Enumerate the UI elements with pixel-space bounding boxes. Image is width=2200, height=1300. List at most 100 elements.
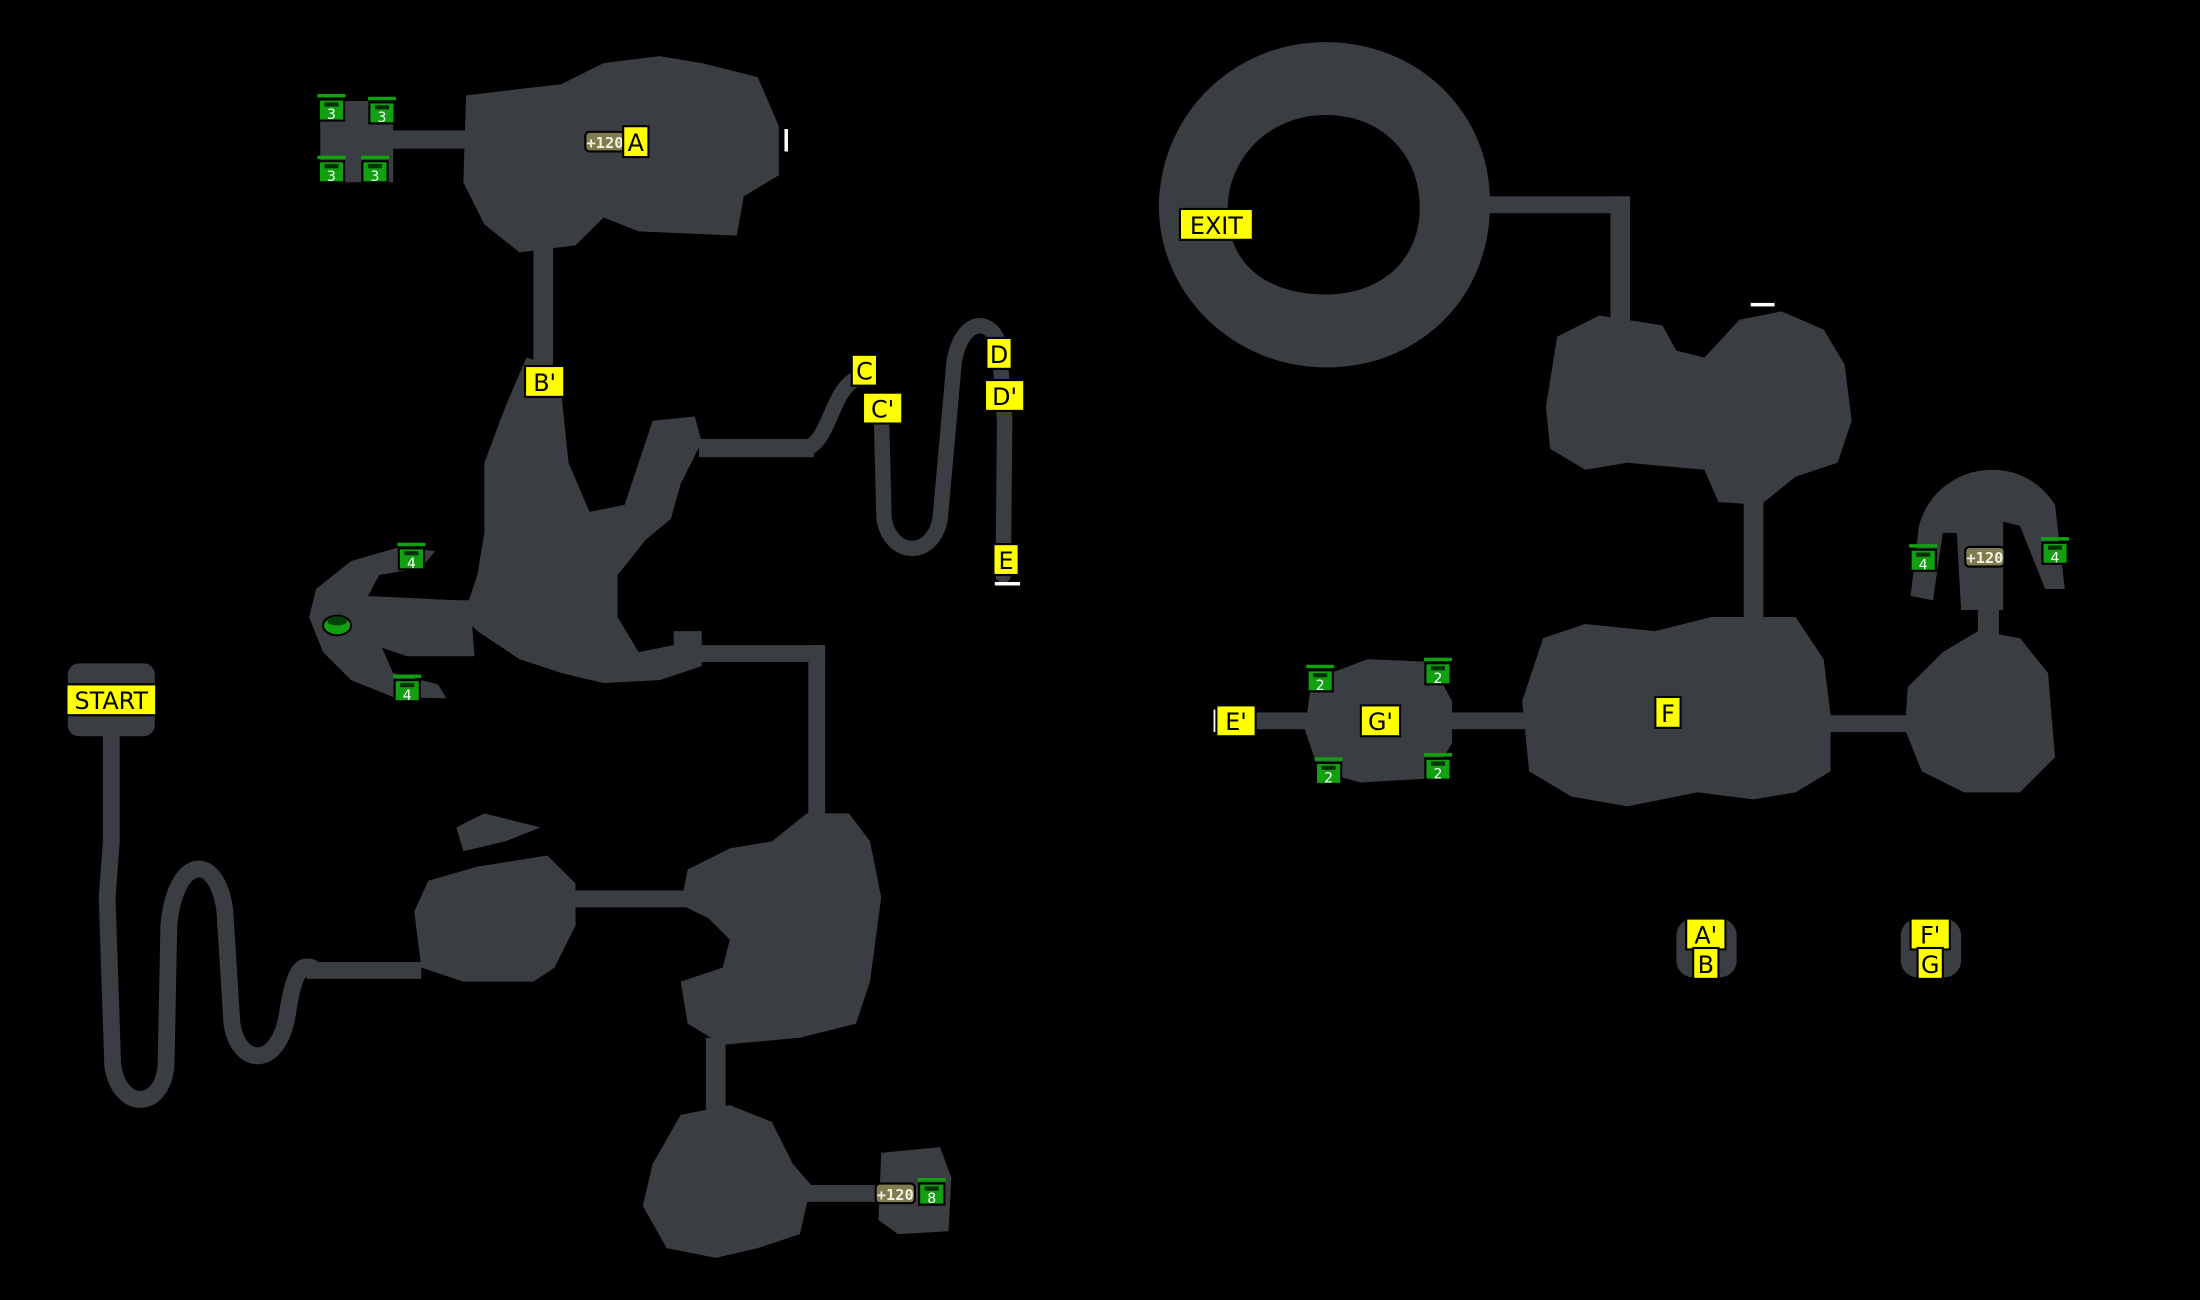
waypoint-label-text: B bbox=[1698, 951, 1714, 979]
waypoint-label: A bbox=[622, 125, 650, 159]
winding-path-c bbox=[799, 318, 1013, 583]
waypoint-label-text: D' bbox=[992, 383, 1017, 411]
ring-icon[interactable] bbox=[322, 614, 353, 637]
time-bonus-value: +120 bbox=[1966, 549, 2003, 567]
chest-count: 4 bbox=[2051, 550, 2060, 566]
corridor bbox=[698, 438, 814, 458]
chest-count: 3 bbox=[327, 169, 336, 185]
waypoint-label: G' bbox=[1359, 704, 1402, 738]
time-bonus-icon[interactable]: +120 bbox=[584, 130, 626, 153]
chest-count: 2 bbox=[1434, 671, 1443, 687]
chest-icon[interactable]: 4 bbox=[1909, 544, 1938, 573]
chest-count: 4 bbox=[403, 688, 412, 704]
waypoint-label: G bbox=[1916, 946, 1944, 980]
room-mid bbox=[414, 855, 576, 982]
time-bonus-icon[interactable]: +120 bbox=[874, 1182, 916, 1205]
chest-icon[interactable]: 2 bbox=[1306, 664, 1335, 694]
corridor bbox=[806, 1185, 885, 1202]
chest-count: 4 bbox=[1919, 557, 1928, 573]
waypoint-label: B' bbox=[523, 364, 566, 398]
corridor bbox=[533, 245, 554, 372]
door-marker bbox=[784, 129, 788, 152]
door-marker bbox=[994, 581, 1021, 586]
waypoint-label-text: START bbox=[75, 687, 149, 715]
chest-icon[interactable]: 2 bbox=[1314, 757, 1343, 787]
room-upper-right bbox=[1545, 311, 1852, 505]
chest-count: 8 bbox=[927, 1191, 936, 1207]
waypoint-label-text: C' bbox=[871, 395, 894, 423]
chests: 3 3 3 3 4 4 4 4 2 2 2 2 8 bbox=[317, 93, 2070, 1207]
chest-icon[interactable]: 4 bbox=[393, 674, 422, 704]
room-ring bbox=[309, 546, 475, 699]
labels: A B' C C' D D' E START EXIT F G' E' A'B F'G bbox=[65, 125, 1951, 980]
waypoint-label: START bbox=[65, 683, 158, 717]
waypoint-label: C bbox=[850, 353, 879, 387]
corridor bbox=[808, 645, 826, 821]
corridor bbox=[1484, 196, 1631, 214]
corridor bbox=[1245, 712, 1314, 730]
chest-count: 2 bbox=[1316, 678, 1325, 694]
waypoint-label: D bbox=[985, 336, 1013, 370]
room-b-prime bbox=[463, 357, 702, 683]
chest-count: 2 bbox=[1434, 766, 1443, 782]
chest-icon[interactable]: 3 bbox=[367, 96, 397, 126]
chest-icon[interactable]: 3 bbox=[360, 155, 389, 185]
chest-icon[interactable]: 4 bbox=[2040, 537, 2070, 566]
chest-count: 3 bbox=[327, 107, 336, 123]
corridor bbox=[306, 962, 422, 979]
time-bonus-icon[interactable]: +120 bbox=[1964, 545, 2006, 568]
room-far-right bbox=[1904, 631, 2056, 793]
waypoint-label: EXIT bbox=[1178, 207, 1254, 241]
corridor bbox=[1827, 715, 1912, 733]
room-mid-fragment bbox=[456, 813, 541, 852]
chest-count: 4 bbox=[407, 556, 416, 572]
chest-icon[interactable]: 8 bbox=[917, 1177, 946, 1207]
right-area bbox=[1158, 42, 2065, 978]
markers bbox=[322, 129, 1775, 733]
waypoint-label-text: G' bbox=[1368, 708, 1393, 736]
waypoint-label: E bbox=[992, 543, 1020, 577]
waypoint-label-text: F bbox=[1661, 700, 1675, 728]
waypoint-label-text: EXIT bbox=[1190, 212, 1243, 240]
waypoint-label-text: F' bbox=[1920, 921, 1940, 949]
waypoint-label: D' bbox=[983, 378, 1026, 412]
waypoint-label-text: A bbox=[628, 129, 645, 157]
waypoint-label-text: D bbox=[990, 341, 1008, 369]
waypoint-label: A' bbox=[1685, 917, 1727, 951]
corridor bbox=[705, 1037, 726, 1122]
door-marker bbox=[1750, 302, 1775, 307]
waypoint-label-text: E bbox=[999, 547, 1014, 575]
room-lower-right bbox=[680, 813, 882, 1045]
waypoint-label: C' bbox=[861, 391, 904, 425]
corridor bbox=[1977, 603, 1999, 639]
chest-icon[interactable]: 2 bbox=[1423, 657, 1452, 687]
chest-icon[interactable]: 3 bbox=[317, 155, 346, 185]
room-bottom bbox=[642, 1105, 812, 1258]
chest-count: 2 bbox=[1324, 771, 1333, 787]
room-arch bbox=[1910, 469, 2065, 611]
room-exit-ring bbox=[1158, 42, 1491, 368]
waypoint-label: F bbox=[1654, 695, 1682, 729]
waypoint-label: F' bbox=[1909, 917, 1951, 951]
chest-icon[interactable]: 2 bbox=[1423, 753, 1452, 782]
timers: +120 +120 +120 bbox=[584, 130, 2006, 1205]
waypoint-label-text: G bbox=[1921, 951, 1939, 979]
chest-count: 3 bbox=[371, 169, 380, 185]
corridor bbox=[1610, 196, 1631, 330]
waypoint-label: B bbox=[1692, 946, 1720, 980]
chest-count: 3 bbox=[378, 110, 387, 126]
corridor bbox=[1743, 497, 1764, 627]
corridor bbox=[1449, 712, 1527, 730]
waypoint-label-text: E' bbox=[1225, 708, 1247, 736]
room-a bbox=[463, 56, 779, 253]
corridor bbox=[698, 645, 826, 662]
corridor bbox=[568, 890, 688, 908]
winding-path-start bbox=[98, 727, 321, 1108]
waypoint-label-text: A' bbox=[1694, 921, 1717, 949]
corridor bbox=[390, 130, 472, 149]
waypoint-label-text: C bbox=[856, 358, 873, 386]
chest-icon[interactable]: 3 bbox=[317, 93, 346, 123]
chest-icon[interactable]: 4 bbox=[397, 542, 426, 572]
time-bonus-value: +120 bbox=[877, 1186, 914, 1204]
